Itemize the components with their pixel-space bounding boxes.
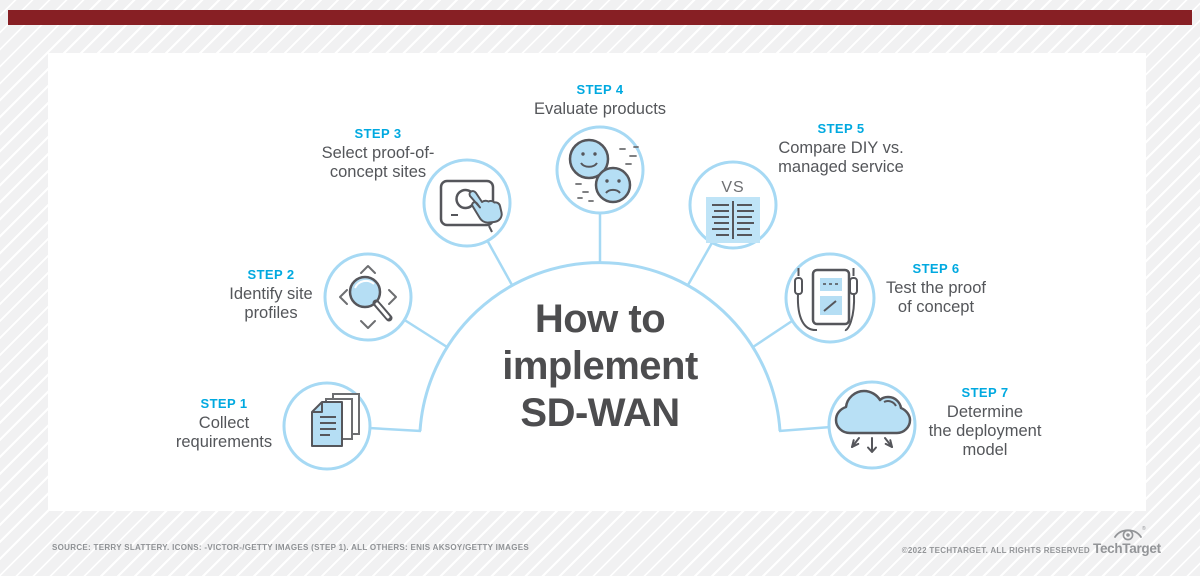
- svg-text:®: ®: [1142, 525, 1146, 532]
- step-3-text-line-1: Select proof-of-: [321, 144, 435, 162]
- footer-copyright: ©2022 TECHTARGET. ALL RIGHTS RESERVED: [901, 546, 1090, 555]
- step-6-label-block: STEP 6 Test the proof of concept: [886, 261, 986, 317]
- step-1-text-line-2: requirements: [175, 433, 273, 451]
- happy-sad-faces-icon: [568, 138, 639, 204]
- step-5-text-line-1: Compare DIY vs.: [778, 139, 904, 157]
- vs-label: VS: [721, 179, 744, 196]
- step-2-text-line-2: profiles: [244, 304, 298, 322]
- step-4-label-block: STEP 4 Evaluate products: [534, 82, 666, 119]
- step-6-number: STEP 6: [912, 261, 960, 276]
- techtarget-wordmark: TechTarget: [1093, 541, 1161, 556]
- step-5-number: STEP 5: [817, 121, 865, 136]
- step-1-text-line-1: Collect: [198, 414, 250, 432]
- tap-select-icon: [439, 179, 503, 233]
- multimeter-icon: [794, 268, 858, 332]
- step-2-number: STEP 2: [247, 267, 295, 282]
- step-5-text-line-2: managed service: [778, 158, 904, 176]
- step-2-text-line-1: Identify site: [229, 285, 313, 303]
- eye-icon: ®: [1114, 525, 1146, 541]
- step-6-text-line-1: Test the proof: [886, 279, 986, 297]
- vs-comparison-icon: VS: [706, 179, 760, 243]
- top-brand-bar: [8, 10, 1192, 25]
- step-3-label-block: STEP 3 Select proof-of- concept sites: [322, 126, 435, 182]
- cloud-deploy-icon: [834, 389, 912, 453]
- step-1-number: STEP 1: [200, 396, 248, 411]
- title-line-1: How to: [534, 297, 666, 341]
- step-7-text-line-1: Determine: [946, 403, 1024, 421]
- step-3-number: STEP 3: [354, 126, 402, 141]
- step-4-text-line-1: Evaluate products: [533, 100, 667, 118]
- title-line-2: implement: [502, 344, 698, 388]
- step-7-number: STEP 7: [961, 385, 1009, 400]
- step-3-text-line-2: concept sites: [329, 163, 427, 181]
- step-5-label-block: STEP 5 Compare DIY vs. managed service: [778, 121, 904, 177]
- connector-lines: [368, 213, 832, 433]
- step-7-text-line-3: model: [962, 441, 1008, 459]
- step-4-number: STEP 4: [576, 82, 624, 97]
- magnifier-pan-icon: [339, 265, 397, 329]
- step-1-label-block: STEP 1 Collect requirements: [176, 396, 272, 452]
- documents-icon: [311, 393, 360, 447]
- step-7-text-line-2: the deployment: [928, 422, 1042, 440]
- step-6-text-line-2: of concept: [897, 298, 975, 316]
- page-title: How to implement SD-WAN: [370, 296, 830, 437]
- footer-source-credit: SOURCE: TERRY SLATTERY. ICONS: -VICTOR-/…: [52, 543, 530, 552]
- techtarget-logo: ® TechTarget: [1093, 525, 1161, 557]
- title-line-3: SD-WAN: [520, 391, 680, 435]
- step-2-label-block: STEP 2 Identify site profiles: [229, 267, 312, 323]
- step-7-label-block: STEP 7 Determine the deployment model: [929, 385, 1042, 460]
